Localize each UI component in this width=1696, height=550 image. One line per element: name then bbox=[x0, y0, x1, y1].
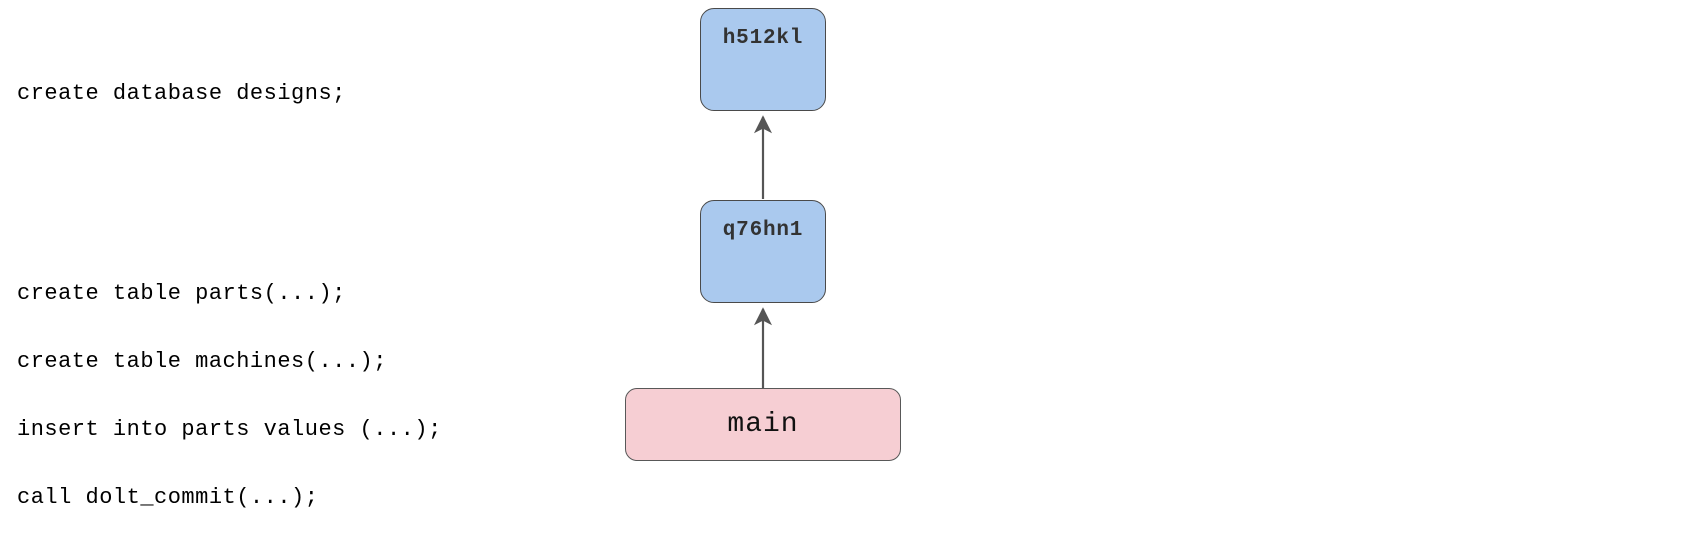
commit-graph: h512kl q76hn1 main bbox=[625, 8, 901, 461]
branch-node-label: main bbox=[727, 409, 799, 440]
sql-line: call dolt_commit(...); bbox=[17, 485, 319, 510]
commit-node-label: q76hn1 bbox=[722, 219, 804, 242]
commit-node-q76hn1[interactable]: q76hn1 bbox=[700, 200, 826, 303]
commit-node-label: h512kl bbox=[722, 27, 804, 50]
branch-node-main[interactable]: main bbox=[625, 388, 901, 461]
commit-node-h512kl[interactable]: h512kl bbox=[700, 8, 826, 111]
sql-line: insert into parts values (...); bbox=[17, 417, 442, 442]
sql-group-create-database: create database designs; bbox=[17, 42, 577, 146]
sql-line: create table machines(...); bbox=[17, 349, 387, 374]
sql-line: create database designs; bbox=[17, 81, 346, 106]
sql-line: create table parts(...); bbox=[17, 281, 346, 306]
